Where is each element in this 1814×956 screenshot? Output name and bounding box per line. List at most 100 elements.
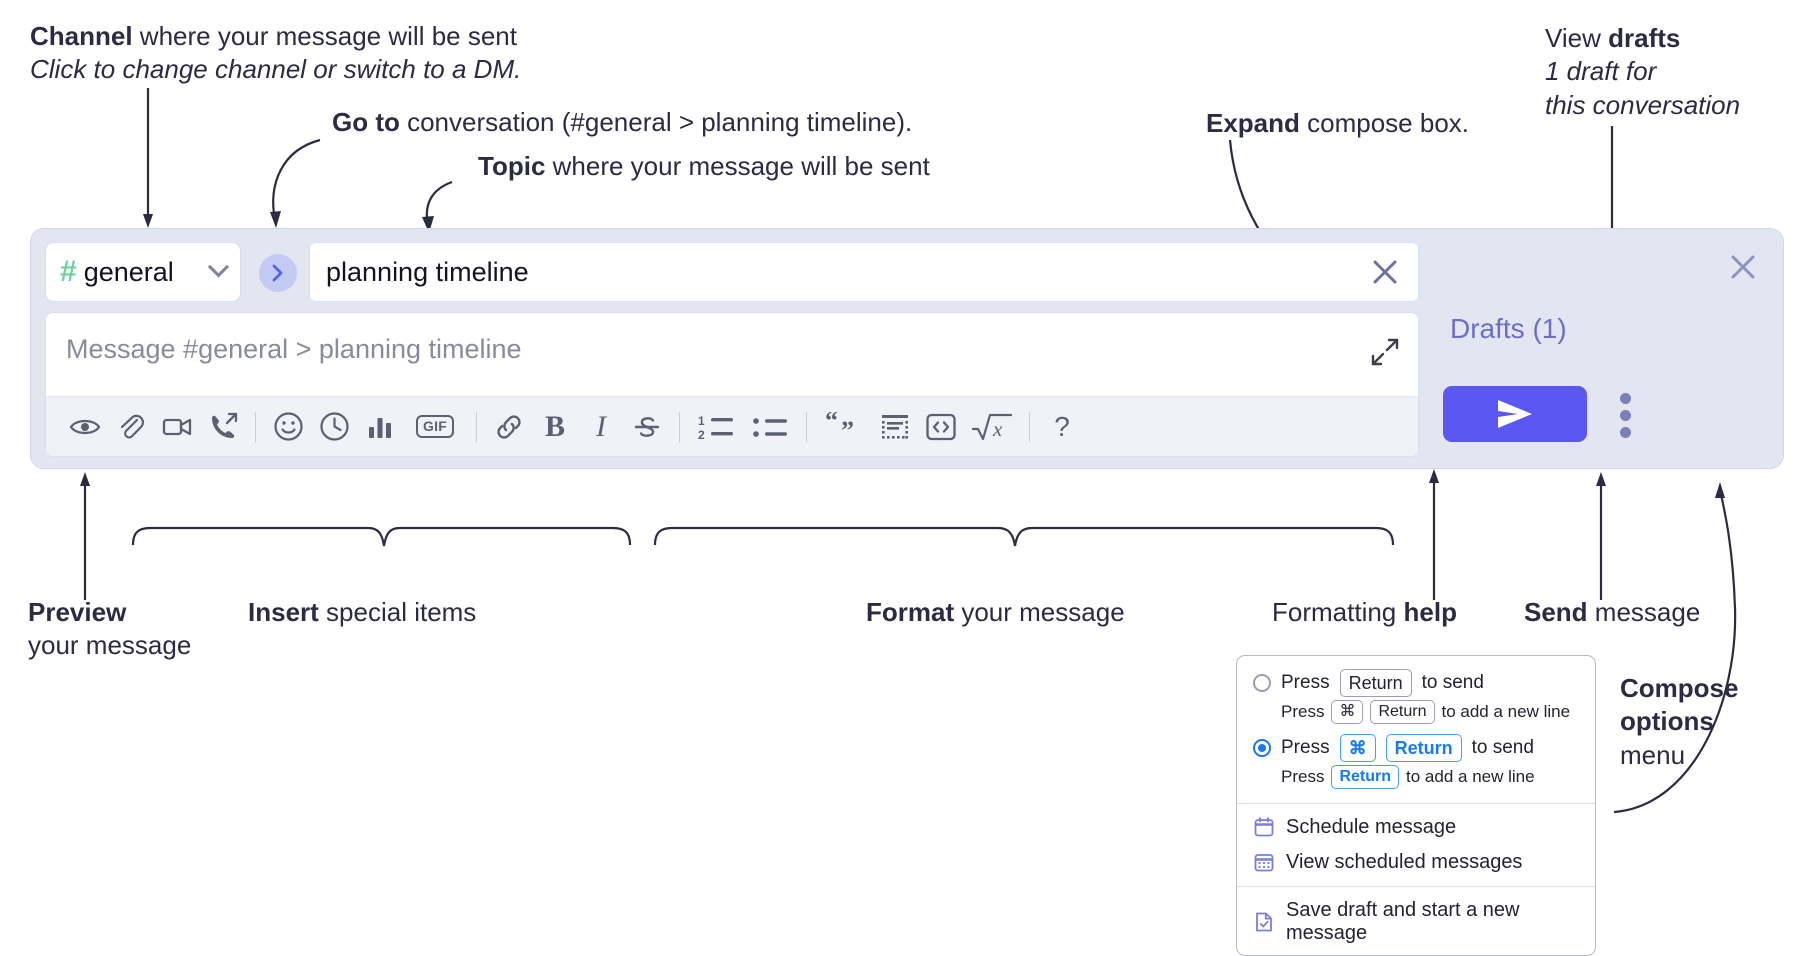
radio-selected[interactable] bbox=[1253, 739, 1271, 758]
drafts-link[interactable]: Drafts (1) bbox=[1450, 313, 1567, 344]
bulleted-list-icon[interactable] bbox=[743, 404, 797, 450]
annotation-topic-bold: Topic bbox=[478, 151, 546, 181]
radio-unselected[interactable] bbox=[1253, 674, 1271, 693]
annotation-channel-rest: where your message will be sent bbox=[132, 21, 517, 51]
toolbar-divider bbox=[679, 411, 680, 442]
annotation-channel-italic: Click to change channel or switch to a D… bbox=[30, 54, 522, 85]
send-option-return[interactable]: Press Return to send bbox=[1237, 667, 1595, 698]
goto-conversation-button[interactable] bbox=[259, 254, 297, 292]
code-block-icon[interactable] bbox=[872, 404, 918, 450]
menu-item-save-draft[interactable]: Save draft and start a new message bbox=[1237, 893, 1595, 951]
menu-divider bbox=[1237, 885, 1595, 887]
annotation-insert-bold: Insert bbox=[248, 597, 319, 627]
annotation-preview-bold: Preview bbox=[28, 597, 127, 627]
key-return: Return bbox=[1331, 765, 1400, 789]
annotation-channel: Channel where your message will be sent … bbox=[30, 20, 521, 87]
annotation-goto-rest: conversation (#general > planning timeli… bbox=[399, 107, 913, 137]
code-icon[interactable] bbox=[918, 404, 964, 450]
annotation-insert-rest: special items bbox=[318, 597, 477, 627]
message-panel: Message #general > planning timeline bbox=[45, 312, 1419, 457]
calendar-grid-icon bbox=[1254, 854, 1274, 872]
more-vertical-icon[interactable] bbox=[1609, 392, 1641, 438]
option1-sub-pre: Press bbox=[1281, 702, 1325, 722]
channel-name-label: general bbox=[83, 256, 174, 287]
italic-label: I bbox=[596, 409, 606, 443]
menu-item-view-scheduled-messages[interactable]: View scheduled messages bbox=[1237, 845, 1595, 880]
draft-save-icon bbox=[1256, 912, 1272, 932]
send-option-return-hint: Press ⌘ Return to add a new line bbox=[1237, 697, 1595, 732]
annotation-compose-options-bold1: Compose bbox=[1620, 673, 1739, 703]
bold-label: B bbox=[544, 409, 565, 443]
chevron-down-icon bbox=[207, 255, 230, 277]
poll-icon[interactable] bbox=[357, 404, 403, 450]
toolbar-divider bbox=[476, 411, 477, 442]
key-command: ⌘ bbox=[1331, 700, 1364, 724]
menu-item-label: View scheduled messages bbox=[1286, 850, 1523, 873]
option2-sub-pre: Press bbox=[1281, 766, 1325, 786]
formatting-toolbar: GIF B I bbox=[46, 396, 1418, 456]
topic-input[interactable]: planning timeline bbox=[309, 242, 1419, 302]
attach-icon[interactable] bbox=[108, 404, 154, 450]
compose-side-column: Drafts (1) bbox=[1417, 229, 1783, 470]
svg-text:”: ” bbox=[841, 416, 854, 442]
gif-icon[interactable]: GIF bbox=[403, 404, 467, 450]
annotation-format-rest: your message bbox=[954, 597, 1125, 627]
annotation-compose-options-bold2: options bbox=[1620, 706, 1714, 737]
math-icon[interactable]: x bbox=[964, 404, 1020, 450]
menu-item-schedule-message[interactable]: Schedule message bbox=[1237, 810, 1595, 845]
help-label: ? bbox=[1054, 410, 1070, 442]
key-command: ⌘ bbox=[1339, 733, 1376, 763]
annotation-preview: Preview your message bbox=[28, 596, 191, 663]
option2-sub-post: to add a new line bbox=[1406, 766, 1535, 786]
italic-icon[interactable]: I bbox=[578, 404, 624, 450]
annotation-drafts-italic2: this conversation bbox=[1545, 89, 1741, 120]
send-option-cmd-return[interactable]: Press ⌘ Return to send bbox=[1237, 732, 1595, 763]
annotation-expand-bold: Expand bbox=[1206, 108, 1300, 138]
annotation-topic-rest: where your message will be sent bbox=[545, 151, 930, 181]
annotation-drafts: View drafts 1 draft for this conversatio… bbox=[1545, 22, 1740, 122]
svg-text:x: x bbox=[992, 417, 1003, 441]
annotation-compose-options-rest: menu bbox=[1620, 739, 1686, 770]
send-button[interactable] bbox=[1443, 386, 1587, 442]
annotation-help-pre: Formatting bbox=[1272, 597, 1404, 627]
annotation-help: Formatting help bbox=[1272, 596, 1457, 629]
bold-icon[interactable]: B bbox=[532, 404, 578, 450]
compose-main-column: # general planning timeline Me bbox=[45, 242, 1419, 457]
gif-label: GIF bbox=[416, 414, 454, 439]
key-return: Return bbox=[1370, 700, 1435, 724]
annotation-goto-bold: Go to bbox=[332, 107, 400, 137]
annotation-send-rest: message bbox=[1587, 597, 1701, 627]
calendar-icon bbox=[1254, 817, 1274, 837]
link-icon[interactable] bbox=[486, 404, 532, 450]
help-icon[interactable]: ? bbox=[1039, 404, 1085, 450]
hash-icon: # bbox=[60, 255, 77, 288]
channel-selector[interactable]: # general bbox=[45, 242, 241, 302]
annotation-drafts-bold: drafts bbox=[1608, 23, 1681, 53]
annotation-send: Send message bbox=[1524, 596, 1700, 629]
preview-icon[interactable] bbox=[62, 404, 108, 450]
video-icon[interactable] bbox=[154, 404, 200, 450]
svg-text:“: “ bbox=[825, 412, 838, 435]
close-icon[interactable] bbox=[1368, 255, 1402, 289]
annotation-format: Format your message bbox=[866, 596, 1125, 629]
toolbar-divider bbox=[1029, 411, 1030, 442]
key-return: Return bbox=[1385, 733, 1462, 763]
huddle-icon[interactable] bbox=[200, 404, 246, 450]
clock-icon[interactable] bbox=[311, 404, 357, 450]
send-option-cmd-return-hint: Press Return to add a new line bbox=[1237, 762, 1595, 797]
message-input[interactable]: Message #general > planning timeline bbox=[46, 313, 1418, 397]
annotation-send-bold: Send bbox=[1524, 597, 1588, 627]
emoji-icon[interactable] bbox=[265, 404, 311, 450]
svg-text:2: 2 bbox=[698, 428, 705, 442]
annotation-compose-options: Compose options menu bbox=[1620, 672, 1738, 772]
menu-item-label: Schedule message bbox=[1286, 815, 1457, 838]
strikethrough-icon[interactable] bbox=[624, 404, 670, 450]
menu-item-label: Save draft and start a new message bbox=[1286, 898, 1520, 944]
annotation-insert: Insert special items bbox=[248, 596, 476, 629]
expand-icon[interactable] bbox=[1370, 337, 1400, 372]
option1-sub-post: to add a new line bbox=[1441, 702, 1571, 722]
blockquote-icon[interactable]: “ ” bbox=[816, 404, 872, 450]
close-icon[interactable] bbox=[1725, 249, 1761, 290]
annotation-help-bold: help bbox=[1403, 597, 1457, 627]
ordered-list-icon[interactable]: 1 2 bbox=[689, 404, 743, 450]
